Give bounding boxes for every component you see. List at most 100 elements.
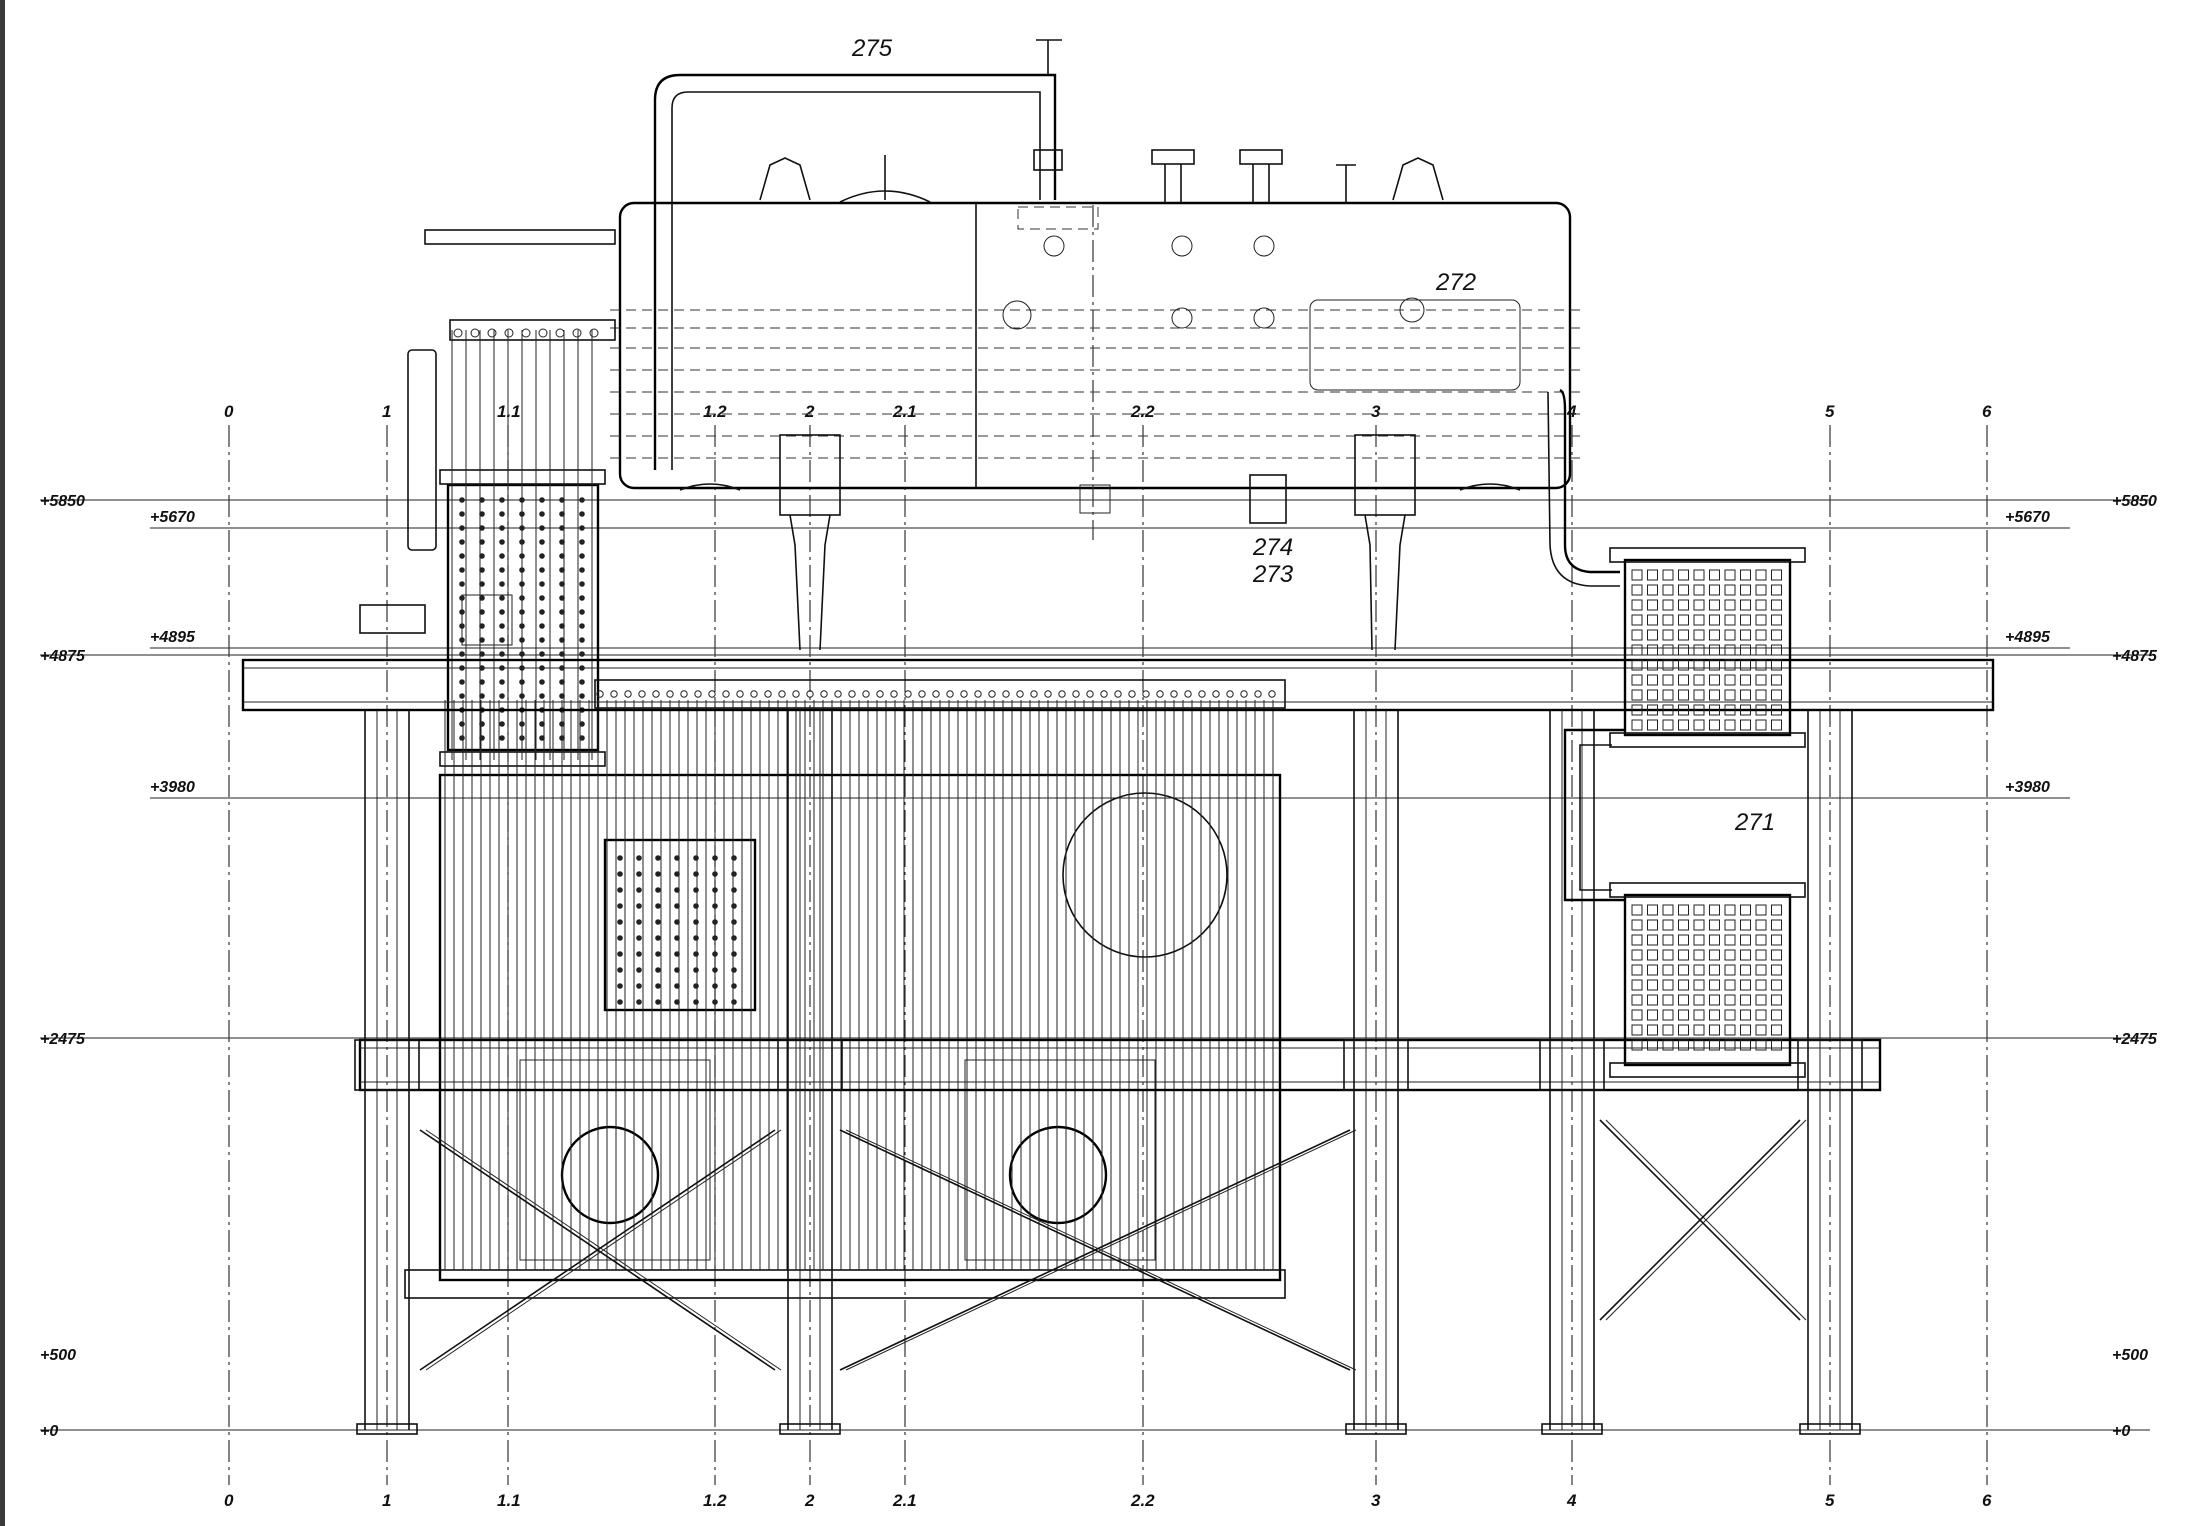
tube-end [499, 525, 505, 531]
air-heater-cell [1709, 904, 1720, 916]
eco-tube-end [617, 871, 623, 877]
tube-end [499, 511, 505, 517]
tube-end [539, 525, 545, 531]
furnace-tubes [444, 700, 1274, 1270]
air-heater-cell [1693, 979, 1705, 991]
header-stub [918, 690, 926, 698]
pipe-outer [653, 73, 1057, 470]
tube-end [499, 553, 505, 559]
drum-risers [679, 434, 1521, 651]
tube-end [459, 525, 465, 531]
air-heater-cell [1678, 674, 1689, 686]
economizer-tube-ends [617, 855, 737, 1005]
air-heater-cell [1647, 1009, 1658, 1021]
tube-end [579, 609, 585, 615]
air-heater-cell [1693, 644, 1705, 656]
level-label-500-left: +500 [40, 1347, 76, 1364]
steam-pipe-275 [653, 39, 1063, 470]
tube-end [459, 553, 465, 559]
tube-end [579, 525, 585, 531]
air-heater-cell [1740, 964, 1751, 976]
air-heater-cell [1647, 644, 1658, 656]
air-heater-cell [1631, 964, 1643, 976]
tube-end [539, 721, 545, 727]
tube-end [459, 497, 465, 503]
tube-end [499, 637, 505, 643]
tube-end [559, 679, 565, 685]
air-heater-cell [1755, 599, 1767, 611]
column-base-plate [1541, 1423, 1603, 1435]
air-heater-cell [1662, 919, 1674, 931]
tube-stub [504, 328, 514, 338]
tube-end [579, 539, 585, 545]
eco-tube-end [636, 951, 642, 957]
tube-end [459, 679, 465, 685]
air-heater-cell [1771, 584, 1782, 596]
air-heater-cell [1647, 674, 1658, 686]
tube-end [519, 637, 525, 643]
eco-tube-end [693, 887, 699, 893]
tube-end [519, 609, 525, 615]
tube-end [479, 525, 485, 531]
eco-tube-end [693, 951, 699, 957]
axis-label-bottom-3: 3 [1371, 1491, 1381, 1510]
header-stub [652, 690, 660, 698]
air-heater-cell [1755, 569, 1767, 581]
eco-tube-end [712, 887, 718, 893]
air-heater-cell [1740, 629, 1751, 641]
axis-label-bottom-6: 6 [1982, 1491, 1992, 1510]
air-heater-cell [1709, 994, 1720, 1006]
tube-end [559, 511, 565, 517]
air-heater-cell [1740, 934, 1751, 946]
tube-end [579, 623, 585, 629]
air-heater-cell [1662, 904, 1674, 916]
eco-tube-end [617, 903, 623, 909]
axis-label-bottom-2-2: 2.2 [1130, 1491, 1155, 1510]
eco-tube-end [712, 935, 718, 941]
header-stub [848, 690, 856, 698]
tube-end [499, 735, 505, 741]
eco-tube-end [731, 967, 737, 973]
air-heater-cell [1740, 719, 1751, 731]
air-heater-cell [1724, 659, 1736, 671]
eco-tube-end [712, 855, 718, 861]
air-heater-cell [1662, 1039, 1674, 1051]
air-heater-cell [1709, 949, 1720, 961]
tube-end [539, 679, 545, 685]
air-heater-cell [1724, 919, 1736, 931]
header-stub [974, 690, 982, 698]
nozzle-flange-2 [1239, 149, 1283, 165]
header-stub [1016, 690, 1024, 698]
axis-label-top-6: 6 [1982, 402, 1992, 421]
axis-label-top-3: 3 [1371, 402, 1381, 421]
air-heater-cell [1771, 614, 1782, 626]
tube-end [539, 567, 545, 573]
eco-tube-end [693, 935, 699, 941]
eco-tube-end [731, 999, 737, 1005]
header-stub [1184, 690, 1192, 698]
air-heater-cell [1740, 584, 1751, 596]
header-stub [960, 690, 968, 698]
tube-end [459, 721, 465, 727]
air-heater-cell [1771, 644, 1782, 656]
tube-end [559, 567, 565, 573]
air-heater-cell [1647, 994, 1658, 1006]
air-heater-cell [1631, 674, 1643, 686]
air-heater-cell [1771, 659, 1782, 671]
tube-end [559, 595, 565, 601]
header-stub [624, 690, 632, 698]
axis-label-bottom-4: 4 [1566, 1491, 1577, 1510]
eco-tube-end [674, 903, 680, 909]
header-stub [862, 690, 870, 698]
header-stub [666, 690, 674, 698]
level-label-5670-left: +5670 [150, 509, 195, 526]
air-heater-cell [1662, 689, 1674, 701]
air-heater-cell [1647, 599, 1658, 611]
air-heater-cell [1740, 1024, 1751, 1036]
eco-tube-end [655, 903, 661, 909]
air-heater-cell [1724, 1024, 1736, 1036]
air-heater-cell [1755, 659, 1767, 671]
air-heater-cell [1771, 1039, 1782, 1051]
air-heater-cell [1631, 979, 1643, 991]
air-heater-cell [1724, 1039, 1736, 1051]
